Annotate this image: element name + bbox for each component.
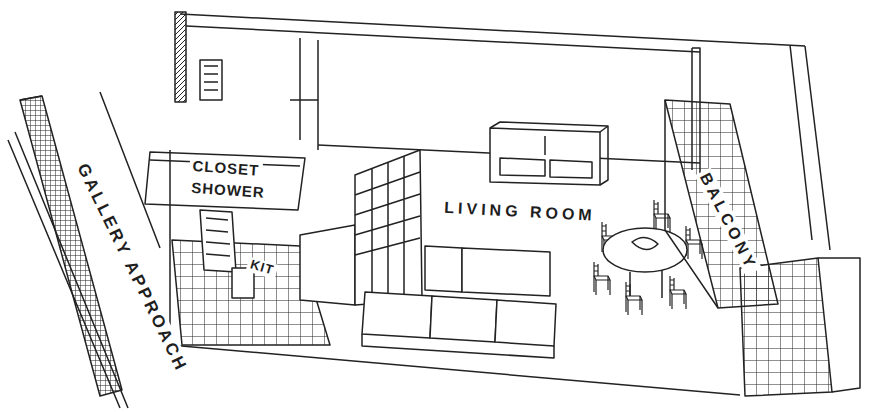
room-label: LIVING ROOM: [441, 199, 599, 226]
